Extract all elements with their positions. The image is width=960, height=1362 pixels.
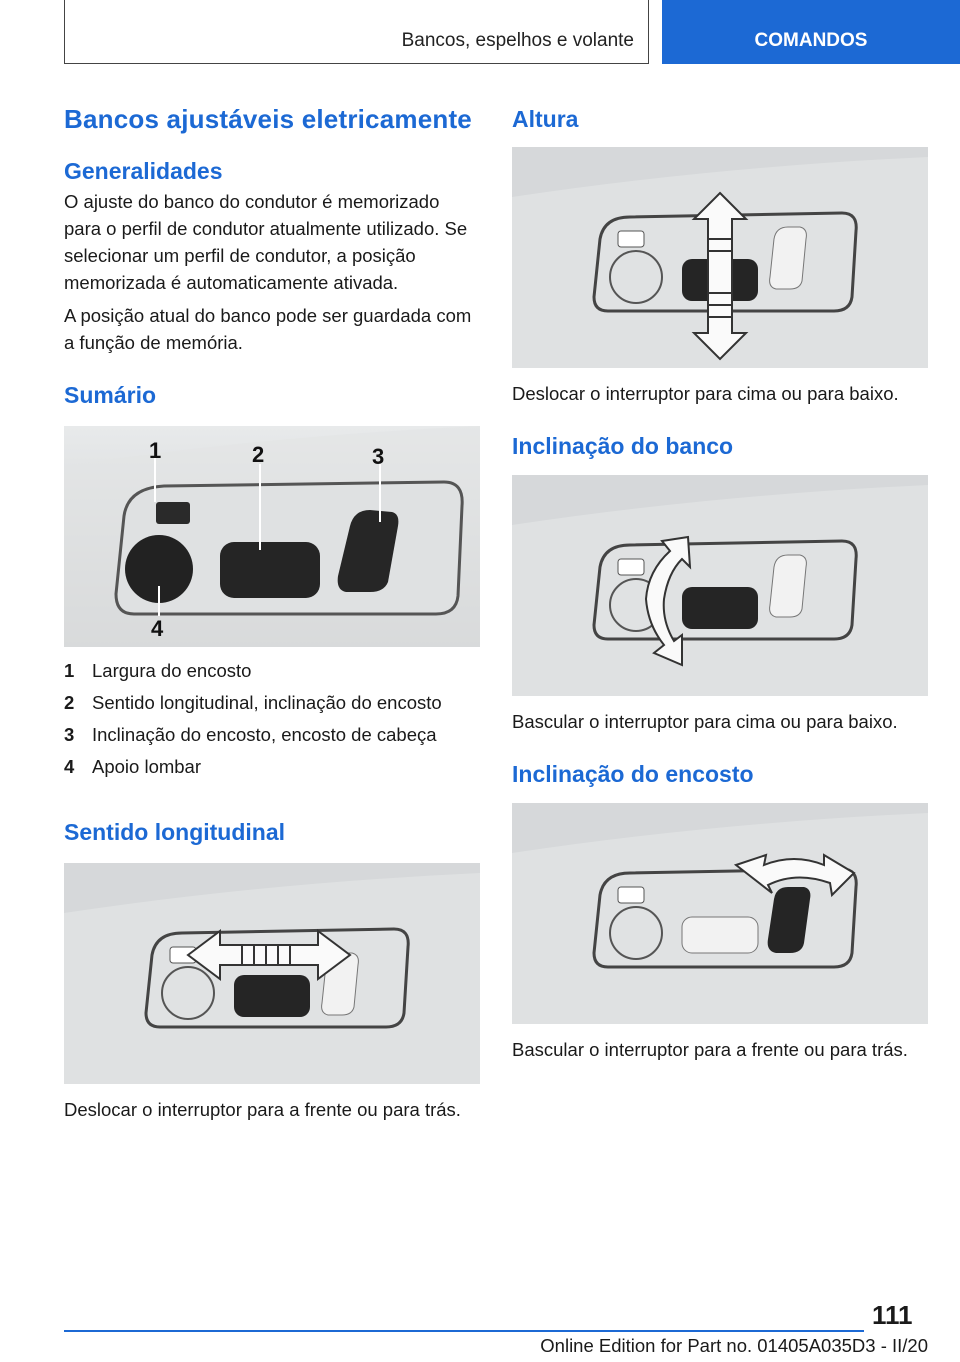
legend-text: Apoio lombar: [92, 756, 202, 777]
legend-list: 1 Largura do encosto 2 Sentido longitudi…: [64, 655, 480, 783]
legend-text: Sentido longitudinal, inclinação do enco…: [92, 692, 442, 713]
legend-item: 2 Sentido longitudinal, inclinação do en…: [64, 687, 480, 719]
altura-caption: Deslocar o interruptor para cima ou para…: [512, 383, 899, 404]
callout-4: 4: [151, 616, 164, 641]
heading-sentido-longitudinal: Sentido longitudinal: [64, 819, 286, 845]
figure-seat-controls-overview: 1 2 3 4: [64, 426, 480, 647]
legend-item: 1 Largura do encosto: [64, 655, 480, 687]
heading-inclinacao-banco: Inclinação do banco: [512, 433, 734, 459]
header-tab-comandos[interactable]: COMANDOS: [662, 0, 960, 64]
longitudinal-caption: Deslocar o interruptor para a frente ou …: [64, 1099, 461, 1120]
footer-divider: [64, 1330, 864, 1332]
figure-longitudinal-adjust: [64, 863, 480, 1084]
figure-height-adjust: [512, 147, 928, 368]
inclinacao-encosto-caption: Bascular o interruptor para a frente ou …: [512, 1039, 908, 1060]
header-frame: [64, 0, 649, 64]
left-column: Bancos ajustáveis eletricamente Generali…: [64, 96, 480, 1123]
heading-inclinacao-encosto: Inclinação do encosto: [512, 761, 754, 787]
heading-sumario: Sumário: [64, 382, 157, 408]
legend-text: Inclinação do encosto, encosto de cabeça: [92, 724, 437, 745]
legend-text: Largura do encosto: [92, 660, 252, 681]
generalidades-paragraph-2: A posição atual do banco pode ser guarda…: [64, 305, 472, 353]
figure-backrest-tilt: [512, 803, 928, 1024]
legend-item: 3 Inclinação do encosto, encosto de cabe…: [64, 719, 480, 751]
footer-edition: Online Edition for Part no. 01405A035D3 …: [540, 1335, 928, 1356]
inclinacao-banco-caption: Bascular o interruptor para cima ou para…: [512, 711, 898, 732]
heading-generalidades: Generalidades: [64, 158, 223, 184]
legend-number: 4: [64, 756, 75, 777]
heading-altura: Altura: [512, 106, 579, 132]
callout-2: 2: [252, 442, 264, 467]
callout-3: 3: [372, 444, 384, 469]
legend-number: 3: [64, 724, 75, 745]
generalidades-paragraph-1: O ajuste do banco do condutor é memoriza…: [64, 191, 468, 293]
header-section-title: Bancos, espelhos e volante: [401, 30, 634, 51]
legend-item: 4 Apoio lombar: [64, 751, 480, 783]
page-number: 111: [872, 1300, 913, 1330]
right-column: Altura Deslocar o interruptor para cima …: [512, 96, 928, 1063]
page-title: Bancos ajustáveis eletricamente: [64, 104, 472, 134]
legend-number: 1: [64, 660, 75, 681]
figure-seat-tilt: [512, 475, 928, 696]
callout-1: 1: [149, 438, 161, 463]
legend-number: 2: [64, 692, 75, 713]
